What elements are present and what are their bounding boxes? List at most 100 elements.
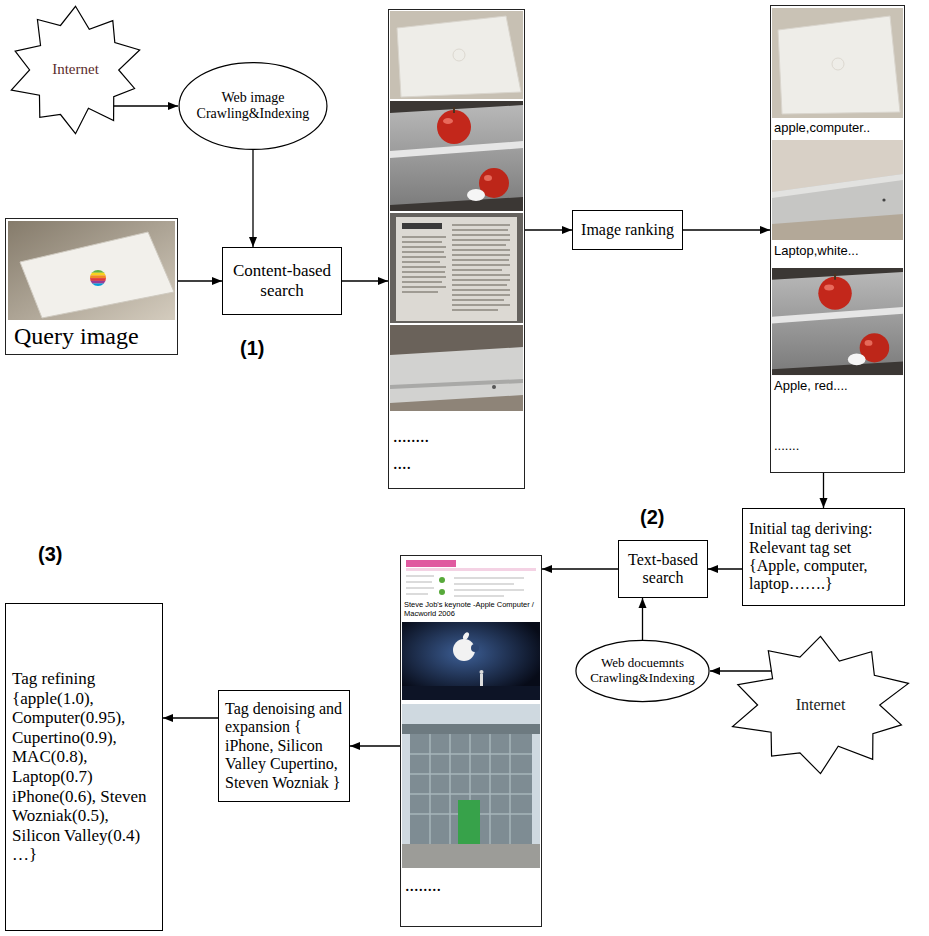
step-number: (1) [240, 337, 264, 360]
query-photo [90, 284, 106, 287]
laptop-photo [778, 16, 900, 114]
apple-photo [824, 285, 834, 291]
document-photo [390, 213, 523, 323]
ellipse-outline [179, 63, 327, 150]
apple-photo [818, 277, 851, 310]
document-photo [396, 217, 517, 321]
laptop-photo [772, 140, 903, 240]
step-number: (3) [38, 543, 62, 566]
crawler-ellipse: Web docuemnts Crawling&Indexing [575, 640, 710, 702]
keynote-photo [480, 670, 484, 674]
campus-photo [402, 704, 540, 868]
laptop-photo [397, 16, 521, 97]
apple-photo [772, 272, 903, 369]
flow-arrow [525, 229, 572, 230]
screenshot-caption: Steve Job's keynote -Apple Computer / Ma… [404, 601, 538, 618]
apple-photo [865, 340, 873, 346]
ellipsis: ........ [393, 426, 429, 447]
query-photo [90, 281, 106, 284]
apple-photo [453, 107, 455, 113]
keynote-photo [480, 674, 483, 686]
laptop-photo [453, 49, 465, 61]
laptop-photo [772, 174, 903, 198]
internet-cloud: Internet [728, 635, 913, 775]
laptop-photo [832, 58, 844, 70]
query-photo [90, 273, 106, 276]
laptop-photo [390, 11, 523, 99]
image-tags: apple,computer.. [774, 121, 870, 136]
process-box: Image ranking [572, 210, 683, 250]
apple-photo [390, 101, 523, 211]
document-photo [452, 225, 510, 310]
ranked-image-column: apple,computer.. Laptop,white... Apple, re… [770, 5, 905, 473]
process-box: Text-based search [618, 540, 708, 598]
query-photo [8, 221, 175, 320]
flow-arrow [708, 568, 742, 569]
ellipsis: ........ [405, 875, 441, 896]
crawler-ellipse: Web image Crawling&Indexing [178, 62, 328, 150]
internet-cloud: Internet [8, 5, 143, 135]
query-photo [90, 275, 106, 278]
tag-set-text: Tag denoising and expansion { iPhone, Si… [225, 700, 343, 792]
process-label: Text-based search [624, 551, 702, 588]
process-label: Content-based search [229, 261, 335, 300]
apple-photo [443, 118, 453, 124]
webpage-screenshot [439, 577, 445, 583]
laptop-photo [492, 385, 496, 389]
tag-set-box: Initial tag deriving: Relevant tag set {… [742, 508, 905, 606]
image-tags: ....... [774, 439, 799, 454]
laptop-photo [772, 174, 903, 224]
apple-photo [772, 268, 903, 375]
keynote-photo [402, 686, 540, 700]
apple-photo [772, 268, 903, 375]
campus-photo [410, 734, 532, 844]
ellipsis: .... [393, 453, 411, 474]
webpage-screenshot [402, 558, 540, 620]
campus-photo [410, 734, 532, 844]
query-photo [90, 270, 106, 286]
process-box: Content-based search [222, 247, 342, 315]
laptop-photo [772, 140, 903, 240]
starburst-outline [733, 636, 909, 773]
keynote-photo [402, 622, 540, 700]
flow-arrow [823, 473, 824, 508]
campus-photo [402, 704, 540, 868]
flow-arrow [350, 745, 400, 746]
laptop-photo [390, 325, 523, 411]
campus-photo [458, 800, 480, 844]
query-photo [90, 270, 106, 273]
apple-photo [390, 105, 523, 205]
ellipse-outline [576, 640, 709, 701]
flow-arrow [542, 568, 618, 569]
apple-photo [390, 101, 523, 211]
flow-arrow [108, 105, 178, 106]
image-tags: Apple, red.... [774, 379, 848, 394]
laptop-photo [772, 8, 903, 118]
campus-photo [402, 844, 540, 868]
document-photo [390, 213, 523, 323]
document-photo [402, 237, 446, 292]
query-photo [90, 278, 106, 281]
apple-photo [834, 274, 836, 280]
apple-photo [467, 189, 485, 201]
webpage-screenshot [406, 560, 456, 567]
webpage-screenshot [406, 576, 524, 596]
laptop-photo [390, 11, 523, 99]
webpage-screenshot [439, 589, 445, 595]
keynote-photo [462, 631, 470, 640]
image-tags: Laptop,white... [774, 244, 859, 259]
document-photo [402, 223, 442, 229]
flow-arrow [710, 670, 778, 671]
image-caption: Query image [14, 323, 139, 351]
apple-photo [848, 354, 866, 366]
flow-arrow [342, 280, 388, 281]
webpage-screenshot [402, 558, 540, 620]
query-photo [8, 221, 175, 320]
tag-set-box: Tag denoising and expansion { iPhone, Si… [218, 690, 350, 802]
starburst-outline [11, 6, 139, 133]
cloud-label: Internet [52, 61, 99, 78]
tag-set-box: Tag refining {apple(1.0), Computer(0.95)… [5, 603, 163, 931]
laptop-photo [882, 198, 885, 201]
tag-set-text: Tag refining {apple(1.0), Computer(0.95)… [12, 669, 156, 864]
laptop-photo [390, 325, 523, 411]
